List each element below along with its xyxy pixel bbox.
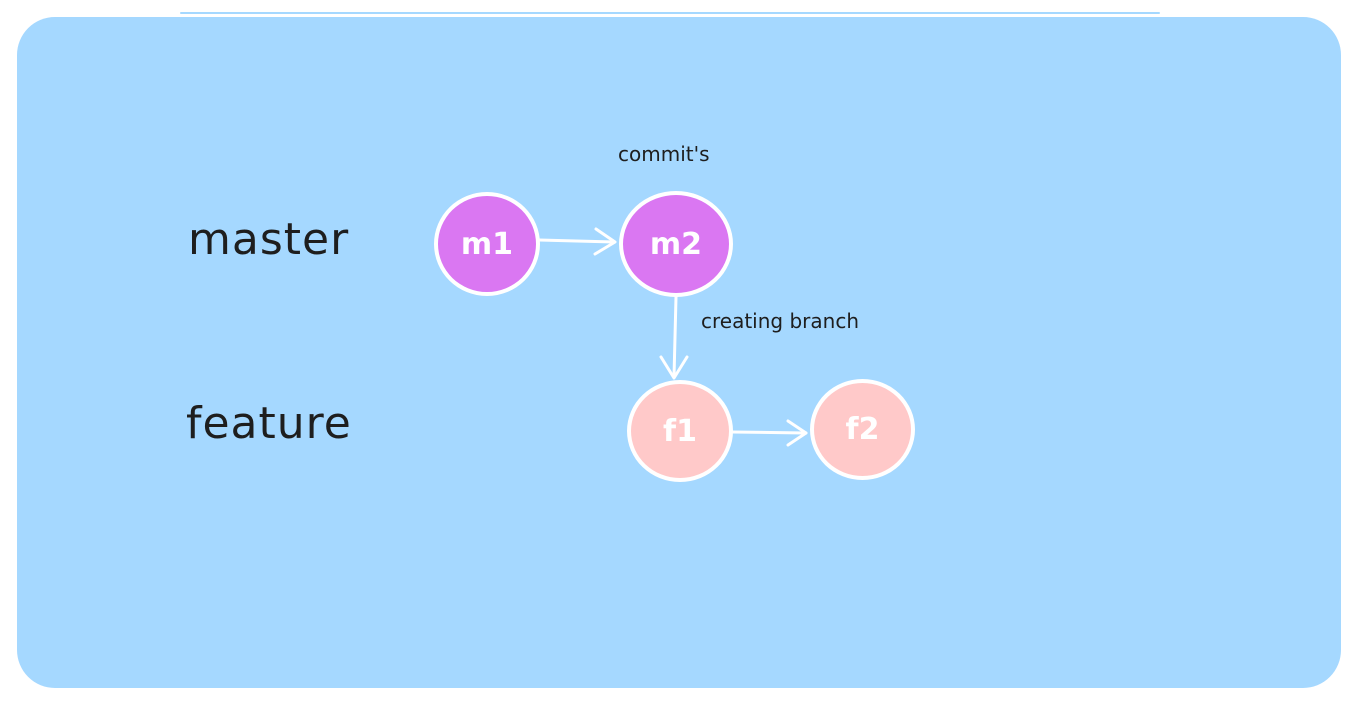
commit-label-f1: f1 bbox=[663, 413, 697, 449]
branch-label-feature: feature bbox=[186, 398, 352, 449]
commit-node-f1: f1 bbox=[627, 380, 733, 482]
diagram-background bbox=[17, 17, 1341, 688]
commit-label-m2: m2 bbox=[649, 226, 703, 262]
top-edge-line bbox=[180, 12, 1160, 14]
commit-node-f2: f2 bbox=[810, 379, 915, 480]
commit-label-m1: m1 bbox=[460, 226, 514, 262]
branch-label-master: master bbox=[188, 214, 350, 265]
commits-caption: commit's bbox=[618, 142, 710, 166]
commit-label-f2: f2 bbox=[845, 412, 880, 447]
creating-branch-caption: creating branch bbox=[701, 309, 859, 333]
commit-node-m2: m2 bbox=[619, 191, 733, 297]
commit-node-m1: m1 bbox=[434, 192, 540, 296]
